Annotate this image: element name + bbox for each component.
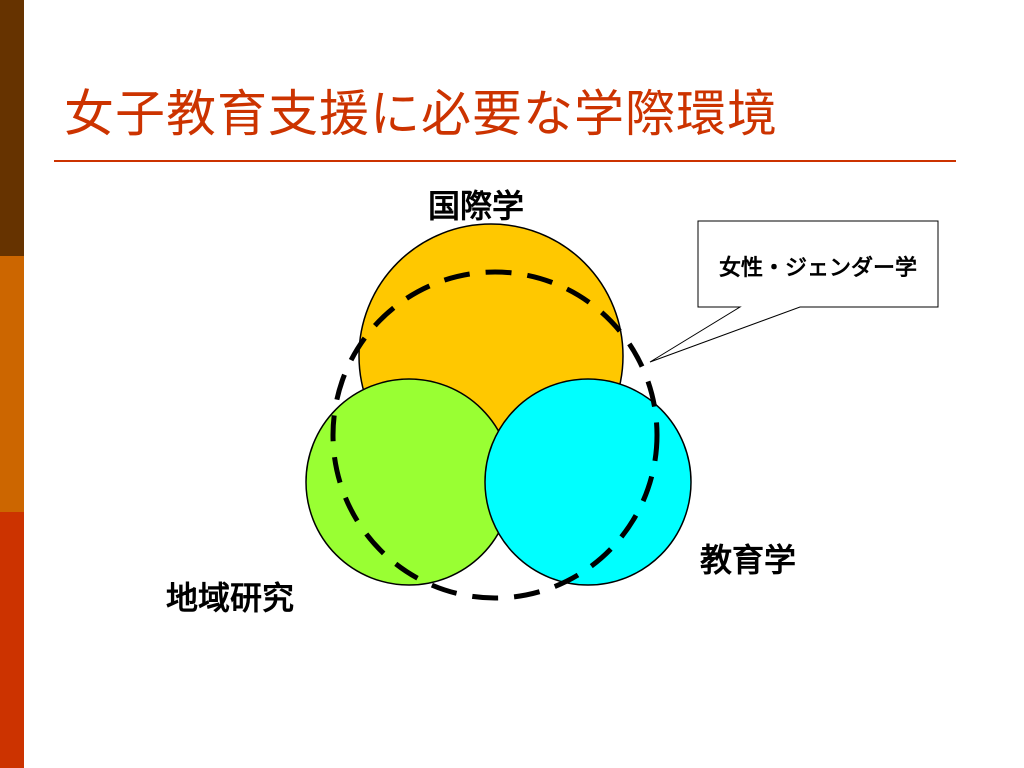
- side-bar-middle: [0, 256, 24, 512]
- circle-area-studies: [305, 378, 513, 586]
- label-education-studies: 教育学: [700, 541, 797, 579]
- side-bar-bottom: [0, 512, 24, 768]
- callout-box: [649, 220, 939, 363]
- callout-label-gender-studies: 女性・ジェンダー学: [718, 256, 917, 281]
- circle-education-studies: [484, 378, 692, 586]
- dashed-gender-ring: [330, 269, 660, 601]
- title-underline: [54, 160, 956, 162]
- label-area-studies: 地域研究: [166, 579, 295, 617]
- side-bar-top: [0, 0, 24, 256]
- slide-title: 女子教育支援に必要な学際環境: [64, 85, 778, 143]
- label-international-studies: 国際学: [428, 187, 525, 225]
